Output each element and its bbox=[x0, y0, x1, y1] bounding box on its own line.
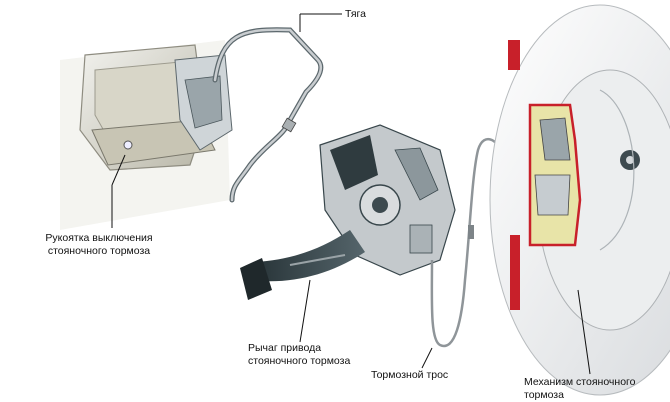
tyaga-rod bbox=[212, 27, 324, 203]
label-release-handle: Рукоятка выключения стояночного тормоза bbox=[45, 232, 153, 257]
label-parking-lever: Рычаг привода стояночного тормоза bbox=[248, 342, 351, 367]
leader-cable bbox=[421, 347, 433, 369]
leader-lines bbox=[111, 13, 591, 375]
parking-brake-lever-assembly bbox=[240, 124, 456, 300]
label-tyaga: Тяга bbox=[345, 8, 366, 20]
leader-lever bbox=[299, 279, 311, 343]
label-brake-mechanism: Механизм стояночного тормоза bbox=[524, 376, 636, 401]
leader-mechanism bbox=[577, 289, 591, 375]
label-brake-cable: Тормозной трос bbox=[371, 369, 449, 381]
release-handle-assembly bbox=[60, 40, 233, 230]
leader-handle-tip bbox=[111, 154, 126, 186]
brake-mechanism bbox=[489, 4, 670, 396]
